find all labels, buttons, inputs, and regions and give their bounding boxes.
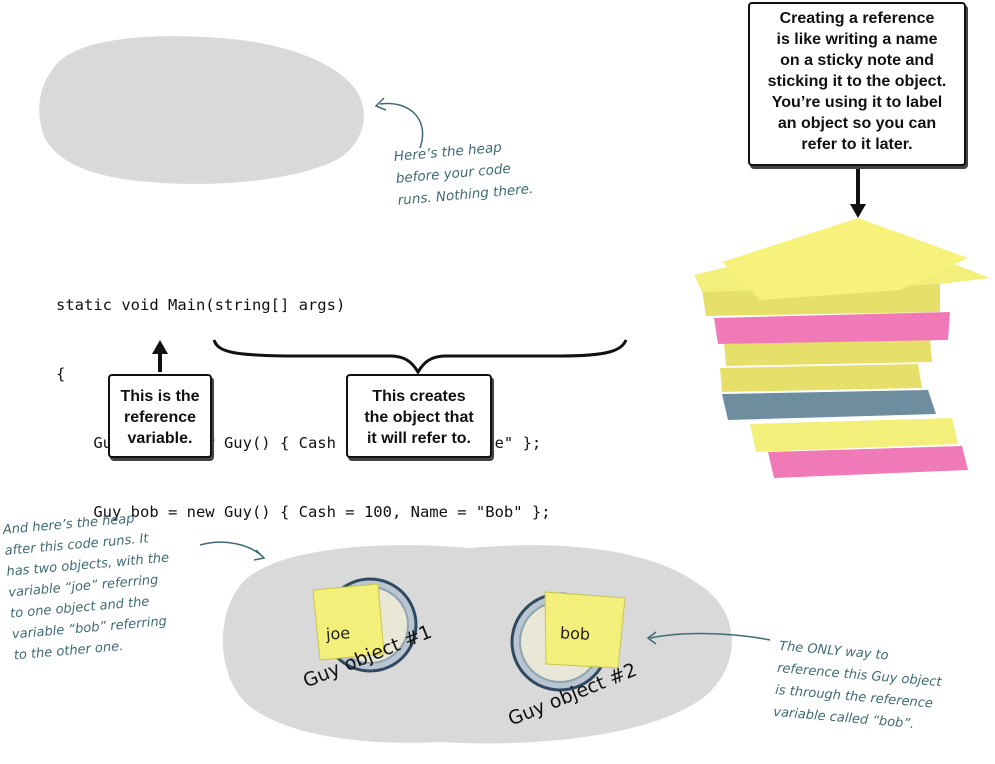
sticky-note-callout: Creating a reference is like writing a n… bbox=[748, 2, 966, 166]
joe-sticky-label: joe bbox=[325, 623, 351, 644]
only-way-note: The ONLY way to reference this Guy objec… bbox=[772, 636, 944, 738]
code-line: Guy bob = new Guy() { Cash = 100, Name =… bbox=[56, 503, 551, 521]
guy-object-1 bbox=[312, 577, 418, 673]
callout-line: Creating a reference bbox=[779, 10, 935, 27]
bob-sticky-label: bob bbox=[559, 623, 591, 644]
only-way-arrow bbox=[649, 632, 771, 641]
reference-box-line: variable. bbox=[127, 430, 193, 447]
callout-line: refer to it later. bbox=[801, 136, 913, 153]
heap-before-blob bbox=[39, 36, 364, 184]
creates-box-line: the object that bbox=[364, 409, 474, 426]
creates-object-box: This creates the object that it will ref… bbox=[346, 374, 492, 458]
heap-before-note: Here’s the heap before your code runs. N… bbox=[393, 134, 534, 212]
reference-box-line: reference bbox=[123, 409, 197, 426]
callout-line: an object so you can bbox=[777, 115, 937, 132]
creates-box-line: This creates bbox=[372, 388, 466, 405]
heap-after-note: And here’s the heap after this code runs… bbox=[2, 506, 177, 667]
callout-line: sticking it to the object. bbox=[767, 73, 947, 90]
code-block: static void Main(string[] args) { Guy jo… bbox=[56, 248, 551, 547]
creation-brace bbox=[212, 339, 628, 375]
sticky-note-stack bbox=[694, 218, 990, 478]
creates-box-line: it will refer to. bbox=[366, 430, 471, 447]
reference-box-line: This is the bbox=[120, 388, 200, 405]
callout-line: on a sticky note and bbox=[780, 52, 934, 69]
callout-line: You’re using it to label bbox=[771, 94, 943, 111]
guy-object-2 bbox=[510, 591, 626, 692]
reference-variable-box: This is the reference variable. bbox=[108, 374, 212, 458]
heap-before-arrow bbox=[379, 102, 424, 149]
code-line: static void Main(string[] args) bbox=[56, 296, 346, 314]
callout-line: is like writing a name bbox=[776, 31, 938, 48]
code-line: { bbox=[56, 365, 66, 383]
